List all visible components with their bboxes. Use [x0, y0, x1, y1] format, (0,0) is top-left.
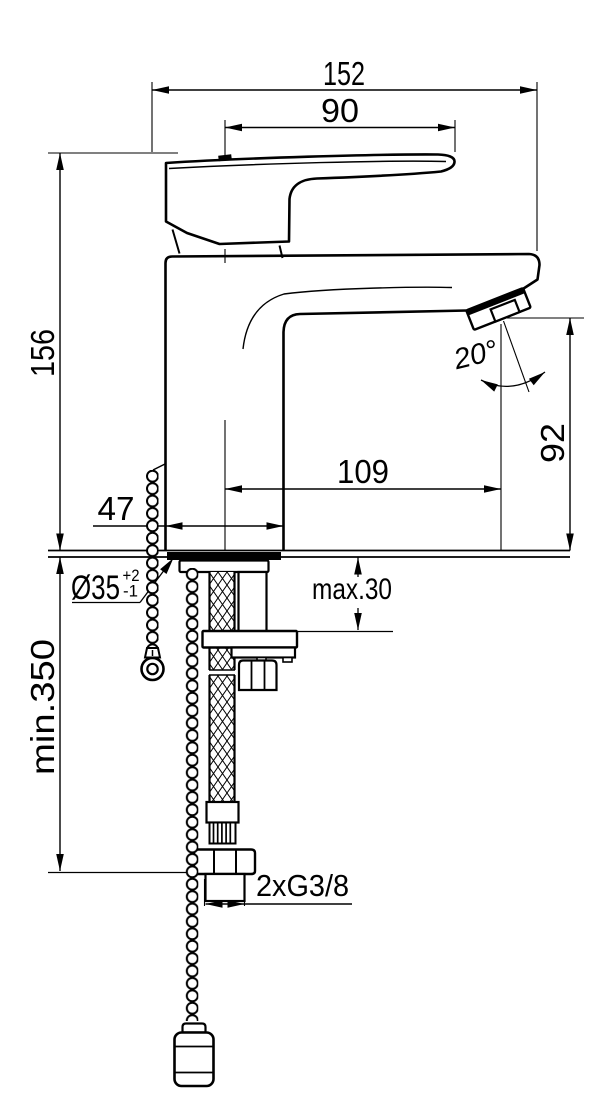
chain-ring [140, 647, 165, 682]
dim-min350-label: min.350 [24, 639, 61, 775]
dim-90-label: 90 [321, 92, 359, 129]
hole-dia-label: Ø35 [71, 569, 120, 607]
thread-nipple [204, 872, 246, 903]
mounting-flange [201, 629, 299, 649]
spout-aerator [465, 287, 532, 331]
hose-end-fitting [192, 800, 257, 903]
dimension-handle-length: 90 [225, 92, 456, 152]
dim-47-label: 47 [98, 490, 135, 527]
horseshoe-washer [230, 646, 297, 659]
faucet-handle [164, 153, 456, 259]
base-gasket [167, 552, 281, 560]
plug-chain-long [173, 568, 215, 1088]
spout-contour-line [242, 286, 453, 350]
dimension-total-width: 152 [151, 55, 538, 251]
dimension-spout-reach: 109 [225, 324, 502, 551]
dim-109-label: 109 [337, 453, 389, 490]
supply-hose [208, 572, 236, 803]
hole-tol-minus-label: -1 [123, 583, 138, 601]
dim-max30-label: max.30 [312, 573, 392, 606]
dimension-spout-angle: 20° [450, 320, 546, 393]
dimension-hose-min-length: min.350 [24, 557, 197, 874]
dimension-max-mounting-depth: max.30 [298, 557, 393, 633]
aerator-outlet [489, 298, 521, 323]
label-hole-diameter: Ø35 +2 -1 [71, 558, 174, 607]
mounting-nut [237, 659, 278, 692]
pull-chain-short [140, 463, 166, 682]
dim-thread-label: 2xG3/8 [256, 868, 349, 903]
dimension-total-height: 156 [24, 152, 178, 551]
dim-92-label: 92 [534, 423, 571, 463]
hole-tol-plus-label: +2 [123, 567, 140, 585]
threaded-shank [237, 570, 268, 634]
mounting-deck-line [48, 549, 570, 558]
chain-weight [173, 1022, 215, 1088]
handle-reference-tick [218, 154, 232, 162]
dimension-base-width: 47 [93, 490, 284, 530]
dim-156-label: 156 [24, 329, 61, 377]
dim-20deg-label: 20° [450, 334, 501, 376]
hose-hex-nut [192, 848, 257, 876]
dim-152-label: 152 [323, 55, 365, 92]
dimension-outlet-height: 92 [507, 317, 584, 551]
mounting-hardware [167, 552, 299, 903]
faucet-body [164, 252, 541, 551]
